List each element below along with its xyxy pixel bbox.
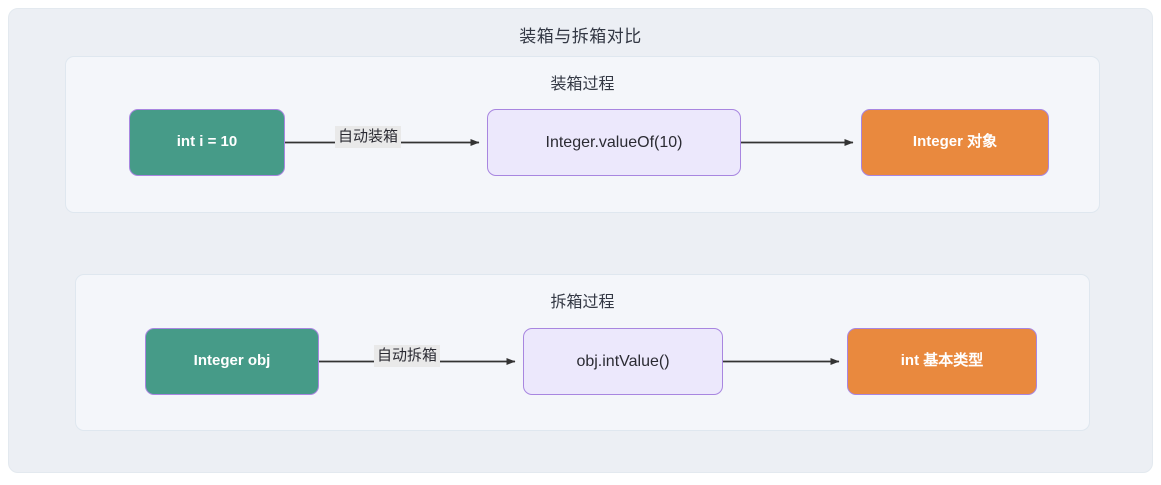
node-integer-valueof[interactable]: Integer.valueOf(10) [487, 109, 741, 176]
diagram-title: 装箱与拆箱对比 [519, 27, 642, 46]
subgraph-unboxing-title: 拆箱过程 [550, 294, 615, 311]
node-integer-object[interactable]: Integer 对象 [861, 109, 1049, 176]
node-int-i[interactable]: int i = 10 [129, 109, 285, 176]
node-int-primitive[interactable]: int 基本类型 [847, 328, 1037, 395]
edge-label-auto-boxing: 自动装箱 [335, 126, 402, 148]
edge-label-auto-unboxing: 自动拆箱 [374, 345, 441, 367]
subgraph-boxing-title: 装箱过程 [550, 76, 615, 93]
node-integer-obj[interactable]: Integer obj [145, 328, 319, 395]
node-obj-intvalue[interactable]: obj.intValue() [523, 328, 723, 395]
diagram-canvas: 装箱与拆箱对比 装箱过程 int i = 10 Integer.valueOf(… [8, 8, 1153, 473]
